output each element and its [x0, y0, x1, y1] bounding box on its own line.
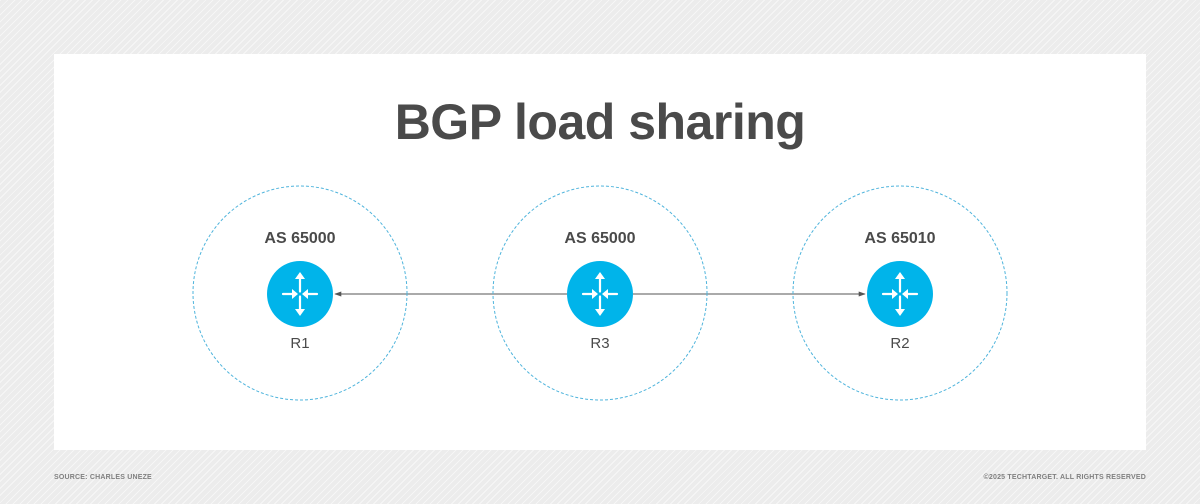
- diagram-card: [54, 54, 1146, 450]
- as-label: AS 65000: [564, 230, 635, 247]
- as-node-r2: AS 65010 R2: [792, 185, 1008, 401]
- as-label: AS 65010: [864, 230, 935, 247]
- router-icon: [267, 261, 333, 327]
- as-label: AS 65000: [264, 230, 335, 247]
- router-label: R1: [290, 335, 309, 352]
- as-boundary: [492, 185, 708, 401]
- diagram-title: BGP load sharing: [394, 94, 806, 150]
- router-label: R3: [590, 335, 609, 352]
- source-credit: SOURCE: CHARLES UNEZE: [54, 474, 152, 481]
- router-icon: [567, 261, 633, 327]
- as-boundary: [792, 185, 1008, 401]
- copyright-notice: ©2025 TECHTARGET. ALL RIGHTS RESERVED: [983, 474, 1146, 481]
- router-label: R2: [890, 335, 909, 352]
- as-boundary: [192, 185, 408, 401]
- as-node-r1: AS 65000 R1: [192, 185, 408, 401]
- as-node-r3: AS 65000 R3: [492, 185, 708, 401]
- router-icon: [867, 261, 933, 327]
